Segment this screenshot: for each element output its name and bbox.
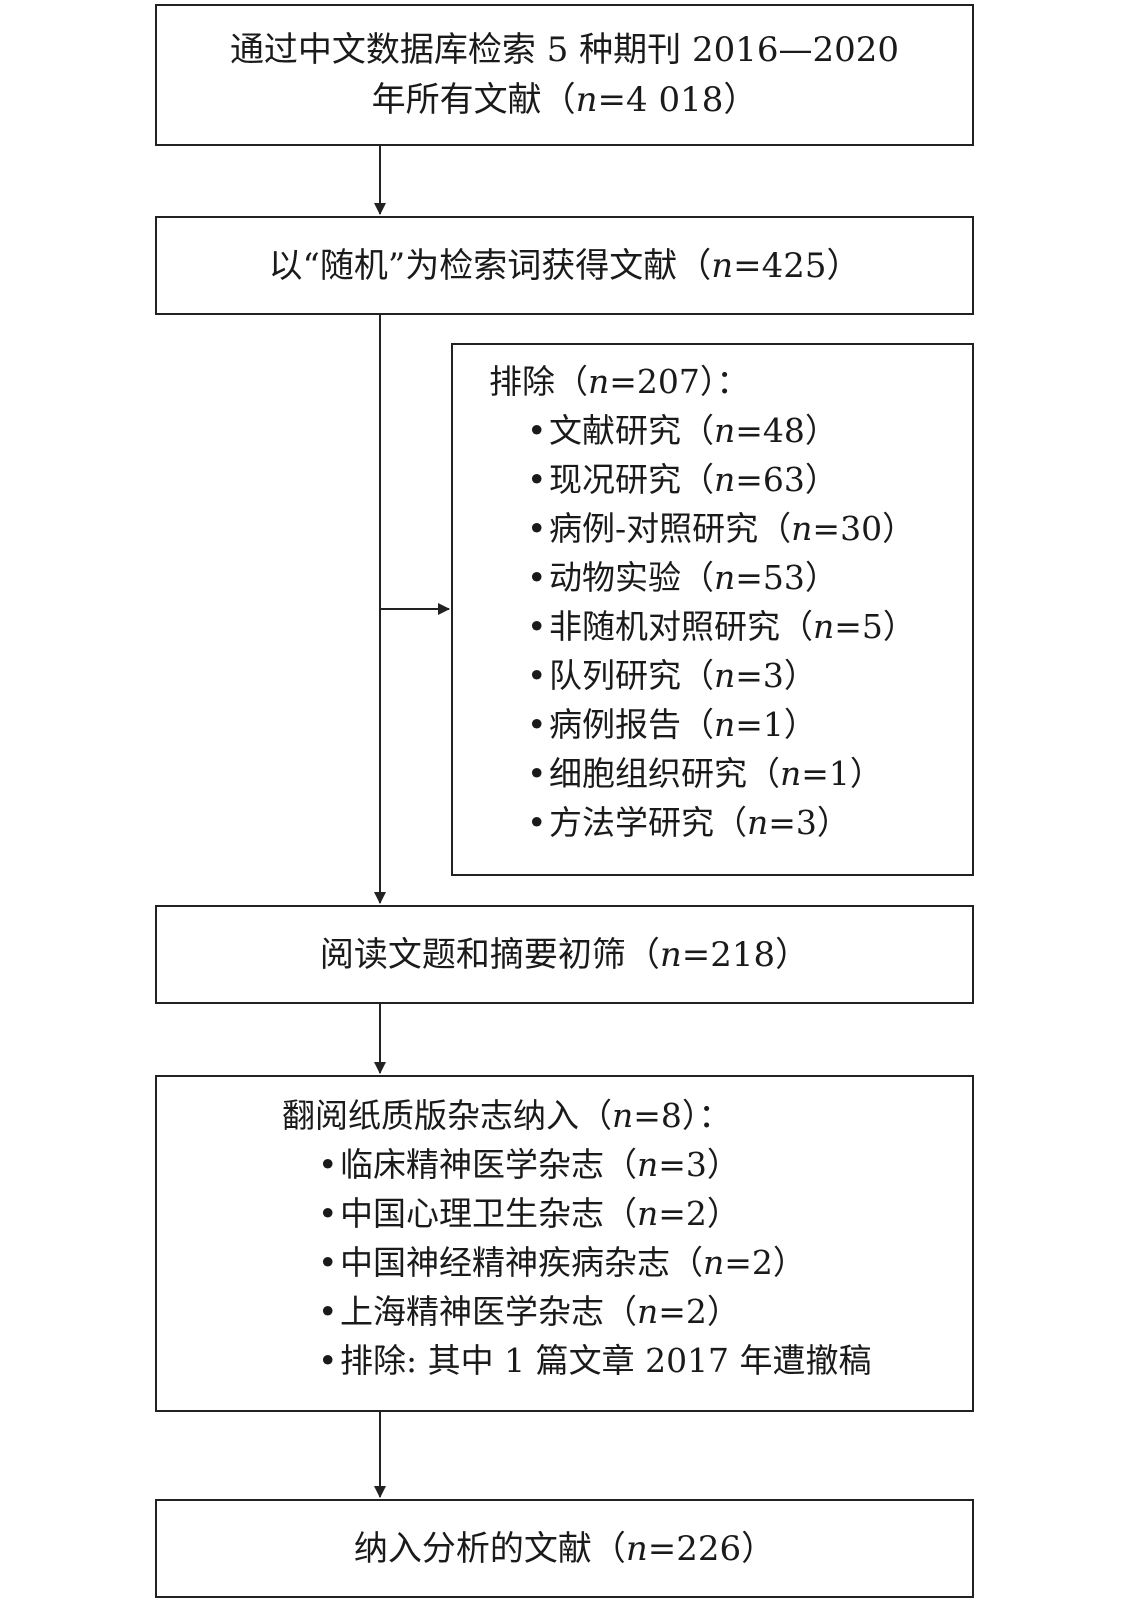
exclude-item: 动物实验（n=53）: [549, 553, 972, 602]
screen-box: 阅读文题和摘要初筛（n=218）: [155, 905, 974, 1004]
paper-journal-box: 翻阅纸质版杂志纳入（n=8）： 临床精神医学杂志（n=3） 中国心理卫生杂志（n…: [155, 1075, 974, 1412]
paper-item: 上海精神医学杂志（n=2）: [340, 1287, 972, 1336]
exclude-item: 细胞组织研究（n=1）: [549, 749, 972, 798]
search-line-2: 年所有文献（n=4 018）: [371, 80, 758, 120]
paper-item: 临床精神医学杂志（n=3）: [340, 1140, 972, 1189]
paper-item: 中国神经精神疾病杂志（n=2）: [340, 1238, 972, 1287]
paper-heading: 翻阅纸质版杂志纳入（n=8）：: [282, 1096, 732, 1135]
exclude-heading: 排除（n=207）：: [489, 362, 750, 401]
search-box: 通过中文数据库检索 5 种期刊 2016—2020 年所有文献（n=4 018）: [155, 4, 974, 146]
exclude-item: 非随机对照研究（n=5）: [549, 602, 972, 651]
paper-note: 排除: 其中 1 篇文章 2017 年遭撤稿: [340, 1336, 972, 1385]
exclude-item: 病例-对照研究（n=30）: [549, 504, 972, 553]
exclude-item: 现况研究（n=63）: [549, 455, 972, 504]
exclude-item: 病例报告（n=1）: [549, 700, 972, 749]
paper-list: 临床精神医学杂志（n=3） 中国心理卫生杂志（n=2） 中国神经精神疾病杂志（n…: [282, 1140, 972, 1385]
screen-line: 阅读文题和摘要初筛（n=218）: [319, 934, 810, 975]
paper-item: 中国心理卫生杂志（n=2）: [340, 1189, 972, 1238]
keyword-box: 以“随机”为检索词获得文献（n=425）: [155, 216, 974, 315]
final-line: 纳入分析的文献（n=226）: [353, 1528, 776, 1569]
exclude-item: 队列研究（n=3）: [549, 651, 972, 700]
search-line-1: 通过中文数据库检索 5 种期刊 2016—2020: [229, 30, 900, 70]
exclude-item: 文献研究（n=48）: [549, 406, 972, 455]
exclude-list: 文献研究（n=48） 现况研究（n=63） 病例-对照研究（n=30） 动物实验…: [489, 406, 972, 847]
final-box: 纳入分析的文献（n=226）: [155, 1499, 974, 1598]
exclude-box: 排除（n=207）： 文献研究（n=48） 现况研究（n=63） 病例-对照研究…: [451, 343, 974, 876]
keyword-line: 以“随机”为检索词获得文献（n=425）: [268, 245, 861, 286]
exclude-item: 方法学研究（n=3）: [549, 798, 972, 847]
